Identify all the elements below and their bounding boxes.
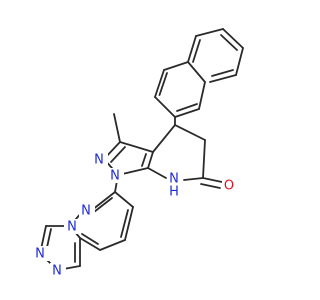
triazolopyridazine-group [39, 191, 134, 271]
atom-label-n-triazole-2: N [52, 264, 62, 279]
atom-label-nh: N [169, 172, 179, 187]
atom-label-n1: N [110, 169, 120, 184]
atom-label-n-triazole-1: N [35, 247, 45, 262]
molecule-structure: N N N H O N N N N [33, 28, 244, 279]
molecule-canvas: N N N H O N N N N [33, 28, 244, 279]
atom-label-h: H [169, 185, 179, 200]
naphthalene-group [154, 28, 244, 118]
methyl-bond [113, 113, 121, 143]
atom-labels: N N N H O N N N N [33, 152, 238, 279]
atom-label-n2: N [94, 153, 104, 168]
atom-label-n-pyridazine: N [81, 204, 91, 219]
atom-label-o: O [224, 179, 234, 194]
atom-label-n-bridge: N [67, 220, 77, 235]
